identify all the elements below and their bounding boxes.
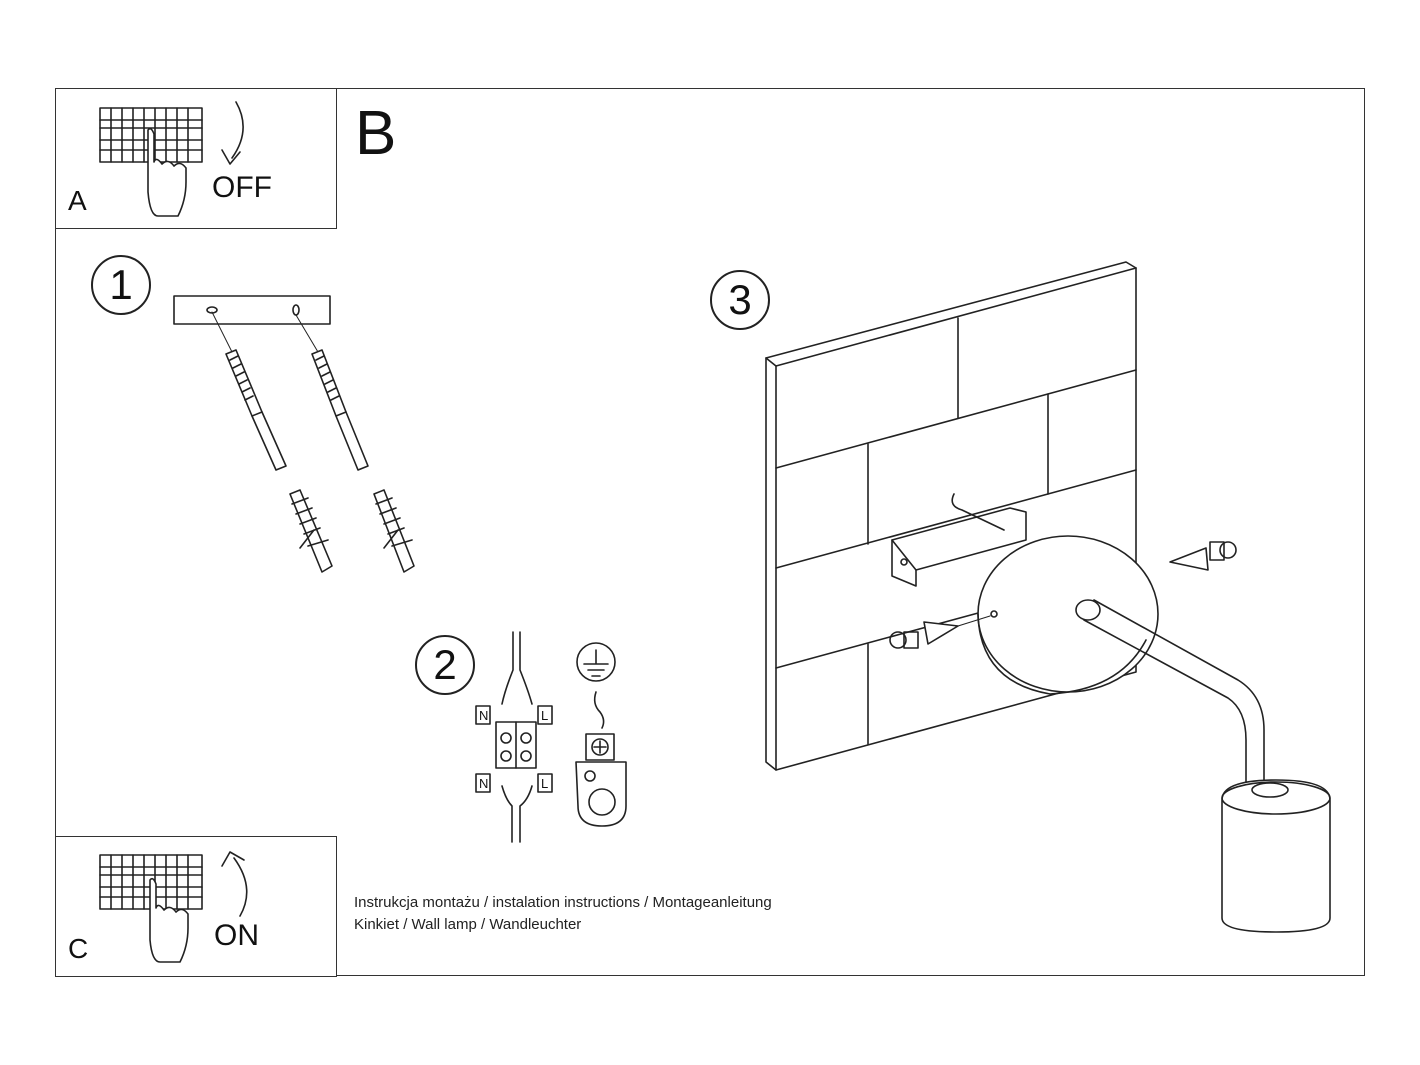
- neutral-bottom-label: N: [479, 776, 488, 791]
- panel-b-letter: B: [355, 99, 397, 168]
- wall-with-lamp: [765, 261, 1331, 933]
- off-label: OFF: [212, 171, 272, 204]
- instruction-frame: [55, 88, 1365, 976]
- live-bottom-label: L: [541, 776, 548, 791]
- neutral-top-label: N: [479, 708, 488, 723]
- breaker-panel-on-icon: [99, 851, 248, 963]
- step-3-badge: 3: [710, 270, 770, 330]
- panel-a-letter: A: [68, 185, 87, 216]
- caption-line-1: Instrukcja montażu / instalation instruc…: [354, 894, 772, 911]
- step-1-badge: 1: [91, 255, 151, 315]
- breaker-panel-off-icon: [99, 101, 244, 217]
- live-top-label: L: [541, 708, 548, 723]
- on-label: ON: [214, 919, 259, 952]
- caption-line-2: Kinkiet / Wall lamp / Wandleuchter: [354, 916, 582, 933]
- panel-c-letter: C: [68, 933, 89, 964]
- wiring-terminal-block: [475, 631, 627, 843]
- step-2-badge: 2: [415, 635, 475, 695]
- mounting-plate-and-screws: [173, 295, 415, 573]
